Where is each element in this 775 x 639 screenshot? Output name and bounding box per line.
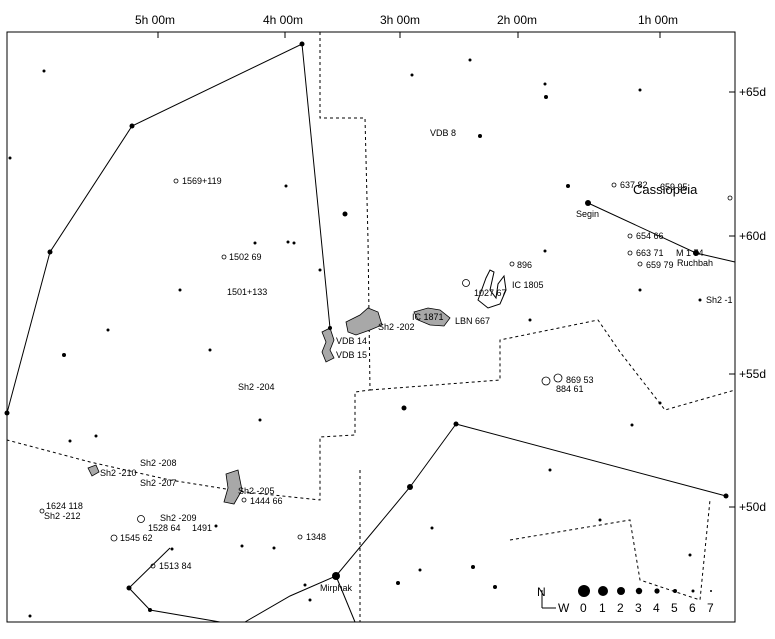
mag-label: 6 (689, 601, 696, 615)
object-label: 1501+133 (227, 287, 267, 297)
stars (4, 41, 729, 618)
object-label: VDB 8 (430, 128, 456, 138)
ra-axis: 5h 00m 4h 00m 3h 00m 2h 00m 1h 00m (135, 13, 678, 38)
cluster-markers (39, 178, 733, 569)
mag-label: 2 (617, 601, 624, 615)
object-label: 1513 84 (159, 561, 192, 571)
object-label: 659 95 (660, 182, 688, 192)
mag-2-marker (617, 587, 625, 595)
dec-label: +65d (739, 85, 766, 99)
object-label: 1624 118 (46, 501, 83, 511)
nebula-sh2-202-shape (345, 307, 383, 336)
mag-3-marker (635, 587, 643, 595)
mag-label: 3 (635, 601, 642, 615)
object-label: M 1 74 (676, 248, 704, 258)
object-label: 1528 64 (148, 523, 181, 533)
object-label: Sh2 -207 (140, 478, 177, 488)
object-label: LBN 667 (455, 316, 490, 326)
constellation-name: Cassiopeia (633, 182, 698, 197)
dec-label: +55d (739, 367, 766, 381)
star-name: Ruchbah (677, 258, 713, 268)
mag-5-marker (673, 589, 677, 593)
mag-7-marker (710, 590, 712, 592)
object-label: Sh2 -212 (44, 511, 81, 521)
object-label: 884 61 (556, 384, 584, 394)
mag-label: 0 (580, 601, 587, 615)
object-label: Sh2 -209 (160, 513, 197, 523)
object-label: Sh2 -205 (238, 486, 275, 496)
ra-label: 4h 00m (263, 13, 303, 27)
object-label: VDB 14 (336, 336, 367, 346)
object-label: 659 79 (646, 260, 674, 270)
magnitude-legend: N W 0 1 2 3 4 5 6 7 (537, 585, 714, 615)
object-label: 637 82 (620, 180, 648, 190)
object-label: 663 71 (636, 248, 664, 258)
nebulae (87, 307, 451, 505)
object-label: Sh2 -204 (238, 382, 275, 392)
object-label: 1348 (306, 532, 326, 542)
mag-1-marker (598, 586, 608, 596)
object-label: 869 53 (566, 375, 594, 385)
ra-label: 1h 00m (638, 13, 678, 27)
dec-label: +50d (739, 500, 766, 514)
star-name: Mirphak (320, 583, 353, 593)
object-label: Sh2 -1 (706, 295, 733, 305)
object-label: 896 (517, 260, 532, 270)
nebula-vdb-shape (321, 327, 335, 363)
ra-label: 5h 00m (135, 13, 175, 27)
ra-label: 2h 00m (497, 13, 537, 27)
mag-4-marker (654, 588, 660, 594)
object-label: VDB 15 (336, 350, 367, 360)
mag-label: 4 (653, 601, 660, 615)
dec-label: +60d (739, 229, 766, 243)
object-labels: VDB 8 1569+119 1502 69 1501+133 637 82 6… (44, 128, 733, 571)
object-label: IC 1871 (412, 312, 444, 322)
object-label: 654 66 (636, 231, 664, 241)
mag-label: 5 (671, 601, 678, 615)
object-label: 1545 62 (120, 533, 153, 543)
object-label: Sh2 -202 (378, 322, 415, 332)
dec-axis: +65d +60d +55d +50d (729, 85, 766, 514)
nebula-lbn-667-shape (413, 307, 451, 327)
west-label: W (558, 601, 570, 615)
object-label: 1569+119 (182, 176, 222, 186)
object-label: 1444 66 (250, 496, 283, 506)
object-label: 1491 (192, 523, 212, 533)
mag-6-marker (691, 589, 695, 593)
north-label: N (537, 585, 546, 599)
object-label: 1027 67 (474, 288, 507, 298)
nebula-ic1805 (477, 269, 507, 309)
mag-label: 1 (599, 601, 606, 615)
nebula-sh2-210-shape (87, 464, 100, 477)
object-label: 1502 69 (229, 252, 262, 262)
object-label: Sh2 -208 (140, 458, 177, 468)
mag-label: 7 (707, 601, 714, 615)
nebula-sh2-205-shape (223, 469, 243, 505)
star-name: Segin (576, 209, 599, 219)
mag-0-marker (578, 585, 590, 597)
object-label: Sh2 -210 (100, 468, 137, 478)
object-label: IC 1805 (512, 280, 544, 290)
constellation-boundaries (6, 32, 736, 622)
ra-label: 3h 00m (380, 13, 420, 27)
